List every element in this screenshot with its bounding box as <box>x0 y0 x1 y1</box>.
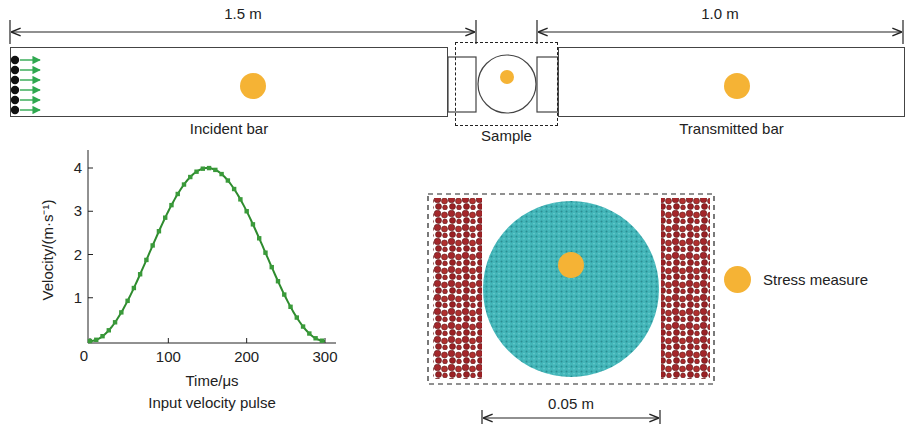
axis-title: Time/μs <box>185 373 238 390</box>
chart-caption: Input velocity pulse <box>148 395 276 412</box>
part-label: Incident bar <box>190 120 268 137</box>
tick-label: 300 <box>312 349 337 366</box>
tick-label: 200 <box>234 349 259 366</box>
axis-title: Velocity/(m·s⁻¹) <box>40 200 57 301</box>
dimension-label: 1.0 m <box>698 6 742 23</box>
tick-label: 2 <box>74 246 82 263</box>
legend-text: Stress measure <box>763 271 868 288</box>
tick-label: 0 <box>80 348 88 365</box>
legend-item: Stress measure <box>724 266 868 293</box>
part-label: Sample <box>481 127 532 144</box>
incident-bar: Incident bar <box>10 47 448 117</box>
tick-label: 4 <box>74 160 82 177</box>
part-label: Transmitted bar <box>679 120 783 137</box>
tick-label: 100 <box>156 349 181 366</box>
transmitted-bar: Transmitted bar <box>558 47 905 117</box>
tick-label: 1 <box>74 290 82 307</box>
legend-swatch <box>724 266 751 293</box>
sample-box: Sample <box>455 42 558 126</box>
tick-label: 3 <box>74 203 82 220</box>
dimension-label: 1.5 m <box>221 6 265 23</box>
dimension-label: 0.05 m <box>548 396 594 413</box>
